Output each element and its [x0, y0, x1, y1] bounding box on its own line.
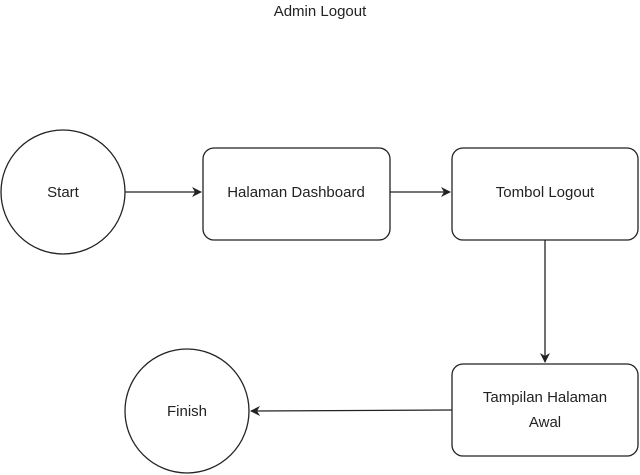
node-awal: Tampilan Halaman Awal [451, 363, 639, 457]
node-logout-label: Tombol Logout [496, 184, 595, 201]
diagram-title: Admin Logout [273, 3, 367, 20]
node-dashboard: Halaman Dashboard [202, 147, 391, 241]
node-start: Start [0, 129, 126, 255]
node-finish: Finish [124, 348, 250, 474]
node-finish-label: Finish [167, 403, 207, 420]
node-awal-label-line2: Awal [529, 414, 561, 431]
node-logout: Tombol Logout [451, 147, 639, 241]
edge-awal-finish [250, 405, 453, 416]
node-start-label: Start [47, 184, 80, 201]
node-awal-label-line1: Tampilan Halaman [483, 389, 607, 406]
node-dashboard-label: Halaman Dashboard [227, 184, 365, 201]
